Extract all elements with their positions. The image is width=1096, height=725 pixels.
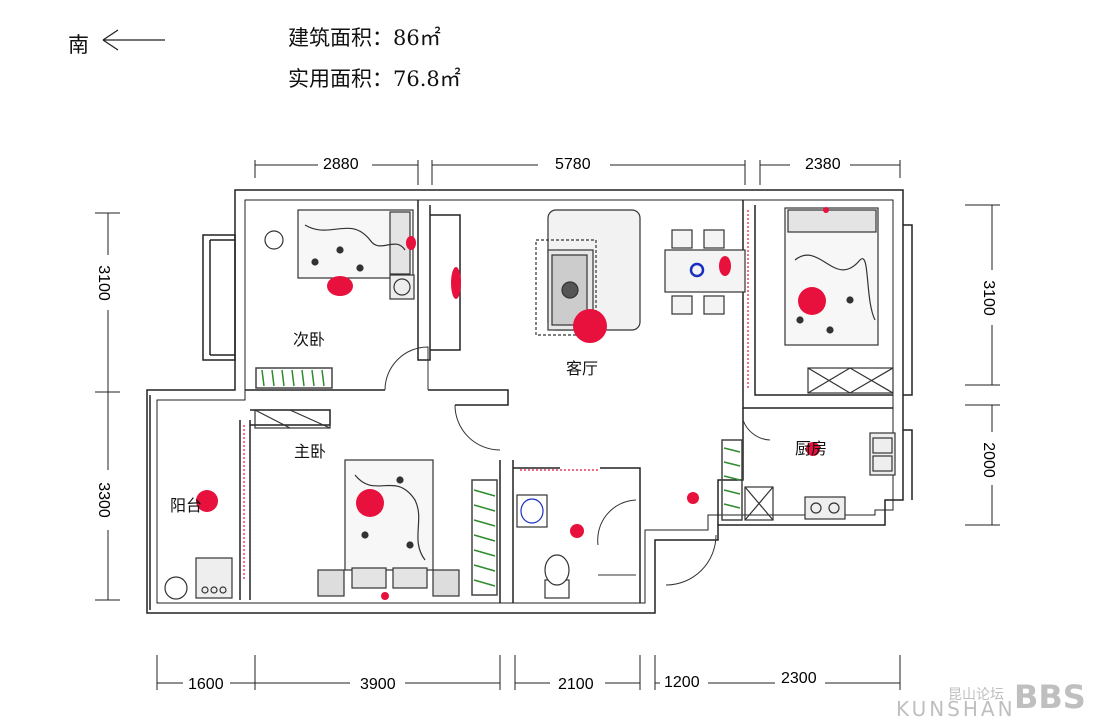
- dim-top-1: 2880: [320, 156, 362, 174]
- dim-bottom-4: 1200: [661, 674, 703, 692]
- room-kitchen: 厨房: [795, 439, 828, 458]
- wall-kitchen-left: [717, 408, 744, 525]
- dim-left-2: 3300: [93, 479, 112, 521]
- bed-third-bedroom: [784, 207, 879, 346]
- south-arrow: [102, 29, 165, 51]
- lamp-markers: [196, 207, 829, 600]
- cabinet-kitchen: [254, 367, 894, 521]
- dim-bottom-3: 2100: [555, 676, 597, 694]
- door-master-bedroom: [454, 404, 501, 451]
- washbasin: [516, 494, 548, 528]
- round-stool: [389, 274, 415, 300]
- usable-area: 实用面积：76.8㎡: [288, 67, 461, 91]
- dim-top-3: 2380: [802, 156, 844, 174]
- wall-bathroom-top: [513, 467, 641, 540]
- room-master-bedroom: 主卧: [294, 442, 327, 461]
- dim-left-1: 3100: [93, 262, 112, 304]
- wardrobe-master-bedroom: [471, 479, 498, 596]
- room-second-bedroom: 次卧: [293, 330, 326, 349]
- room-balcony: 阳台: [170, 496, 203, 515]
- dim-right-2: 2000: [978, 439, 997, 481]
- bay-window: [202, 234, 236, 361]
- dining-set: [664, 229, 746, 315]
- bed-second-bedroom: [297, 209, 414, 279]
- bed-master-bedroom: [317, 459, 460, 597]
- kitchen-stove: [804, 496, 846, 520]
- room-living: 客厅: [566, 359, 599, 378]
- dim-bottom-1: 1600: [185, 676, 227, 694]
- shoe-cabinet: [721, 439, 743, 521]
- dim-top-2: 5780: [552, 156, 594, 174]
- watermark-cn: 昆山论坛: [948, 687, 1004, 703]
- dim-right-1: 3100: [978, 277, 997, 319]
- dim-bottom-5: 2300: [778, 670, 820, 688]
- outer-wall: [146, 189, 904, 614]
- dimension-lines: [95, 160, 1000, 690]
- wall-balcony-divider: [239, 420, 251, 600]
- door-second-bedroom: [384, 346, 429, 391]
- wall-kitchen-inner: [754, 205, 893, 396]
- wall-second-bedroom-right: [417, 200, 431, 361]
- shower-curve: [597, 499, 637, 576]
- washing-machine: [164, 230, 284, 600]
- inner-wall-line: [156, 199, 894, 604]
- wardrobe-second-bedroom: [255, 367, 333, 389]
- watermark-logo: BBS: [1014, 678, 1086, 716]
- door-kitchen: [742, 419, 771, 441]
- building-area: 建筑面积：86㎡: [288, 26, 441, 50]
- door-entry: [665, 534, 717, 586]
- kitchen-sink: [869, 432, 896, 476]
- wall-second-bedroom-bottom: [245, 389, 509, 406]
- right-window: [903, 224, 913, 500]
- watermark-en: KUNSHAN: [896, 697, 1016, 721]
- dim-bottom-2: 3900: [357, 676, 399, 694]
- compass-label: 南: [68, 33, 89, 57]
- toilet: [544, 554, 570, 599]
- wall-bathroom-left: [499, 460, 514, 603]
